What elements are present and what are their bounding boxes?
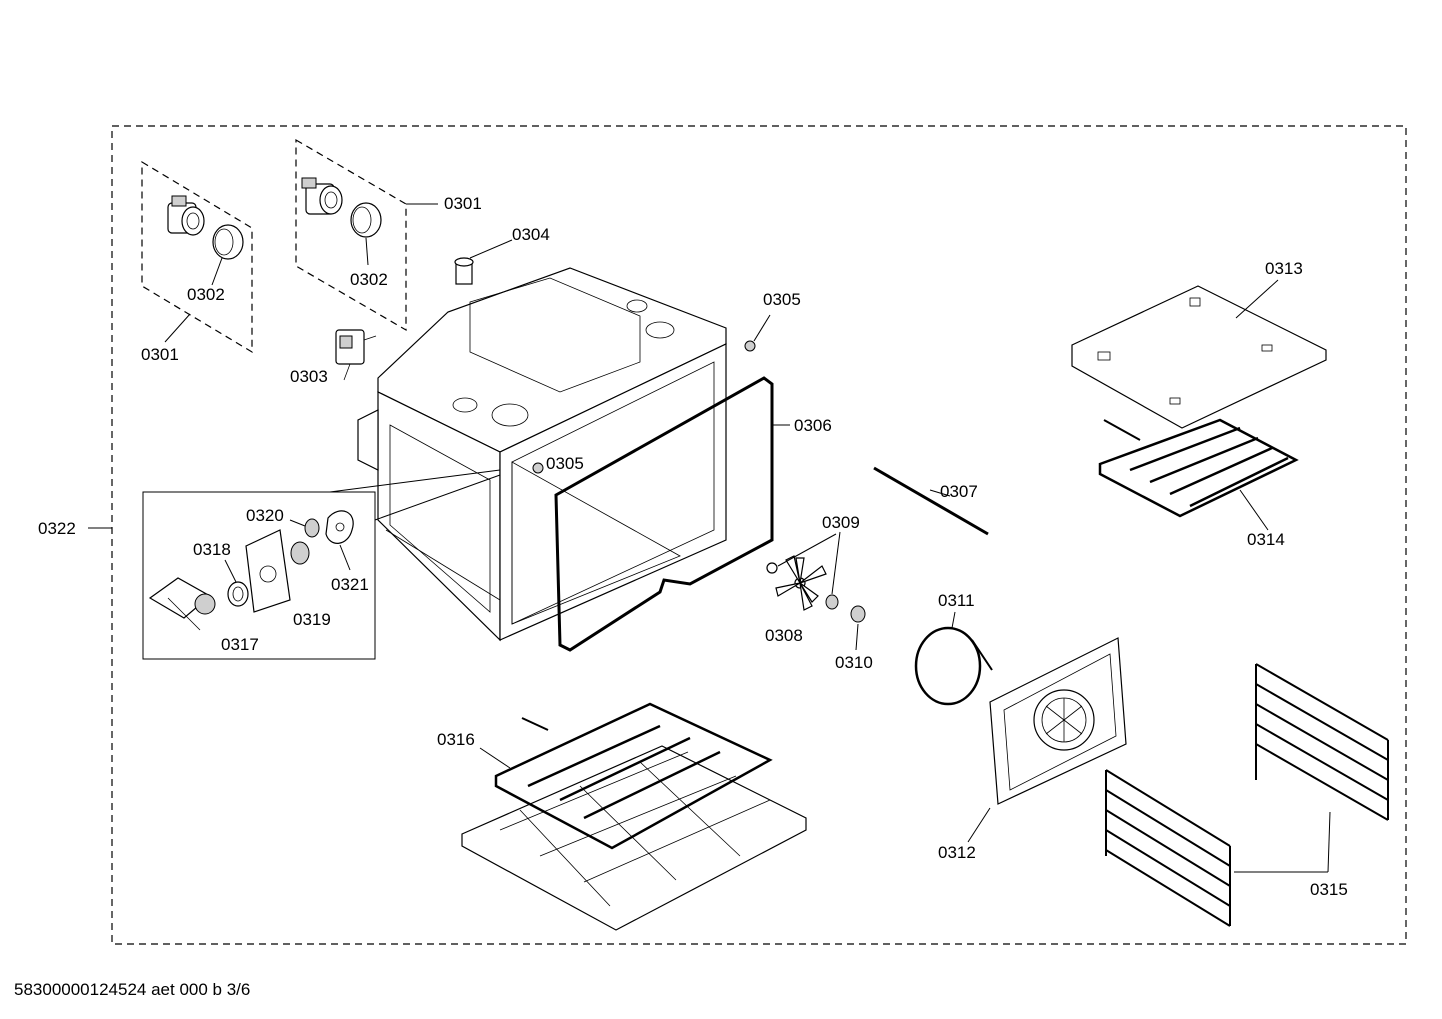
part-0308-fan[interactable] <box>775 555 827 611</box>
part-0316-bottom-tray[interactable] <box>461 745 807 931</box>
label-0317[interactable]: 0317 <box>221 635 259 654</box>
part-0316-bottom-heater[interactable] <box>494 702 773 850</box>
part-0309-nut[interactable] <box>825 594 839 610</box>
lamp-group-left-frame <box>141 160 253 354</box>
part-0315-side-rack-left[interactable] <box>1105 769 1231 927</box>
label-0307[interactable]: 0307 <box>940 482 978 501</box>
part-0317-bracket[interactable] <box>148 577 216 631</box>
part-0309-washer[interactable] <box>766 562 778 574</box>
label-0318[interactable]: 0318 <box>193 540 231 559</box>
part-0313-top-cover[interactable] <box>1071 285 1327 429</box>
label-0313[interactable]: 0313 <box>1265 259 1303 278</box>
label-0301-right[interactable]: 0301 <box>444 194 482 213</box>
part-0305-nut-right[interactable] <box>744 340 756 352</box>
label-0314[interactable]: 0314 <box>1247 530 1285 549</box>
part-0315-side-rack-right[interactable] <box>1255 663 1389 821</box>
label-0304[interactable]: 0304 <box>512 225 550 244</box>
part-0320-bushing[interactable] <box>304 518 320 538</box>
part-0314-grill-heater[interactable] <box>1098 418 1299 518</box>
lamp-cover-right[interactable] <box>350 202 382 238</box>
label-0306[interactable]: 0306 <box>794 416 832 435</box>
label-0305-top[interactable]: 0305 <box>763 290 801 309</box>
part-0321-cam[interactable] <box>325 510 354 544</box>
lamp-socket-left[interactable] <box>167 195 205 236</box>
label-0308[interactable]: 0308 <box>765 626 803 645</box>
label-0315[interactable]: 0315 <box>1310 880 1348 899</box>
label-0322[interactable]: 0322 <box>38 519 76 538</box>
oven-cavity[interactable] <box>357 267 727 642</box>
label-0303[interactable]: 0303 <box>290 367 328 386</box>
part-0319-gasket-plate[interactable] <box>245 529 310 613</box>
part-0307-rod[interactable] <box>873 466 989 536</box>
label-0309[interactable]: 0309 <box>822 513 860 532</box>
lamp-group-right-frame <box>295 138 407 332</box>
label-0302-right[interactable]: 0302 <box>350 270 388 289</box>
lamp-cover-left[interactable] <box>212 224 244 260</box>
part-0310-cap[interactable] <box>850 605 866 623</box>
label-0305-bottom[interactable]: 0305 <box>546 454 584 473</box>
part-0312-rear-panel[interactable] <box>989 637 1127 805</box>
drawing-reference-footer: 58300000124524 aet 000 b 3/6 <box>14 980 251 999</box>
label-0316[interactable]: 0316 <box>437 730 475 749</box>
part-0318-ring[interactable] <box>227 581 249 607</box>
label-0312[interactable]: 0312 <box>938 843 976 862</box>
label-0301-left[interactable]: 0301 <box>141 345 179 364</box>
label-0310[interactable]: 0310 <box>835 653 873 672</box>
label-0311[interactable]: 0311 <box>938 591 975 610</box>
part-0311-ring-heater[interactable] <box>914 626 993 706</box>
part-0304-vent[interactable] <box>454 257 474 285</box>
part-0303-switch[interactable] <box>335 329 377 381</box>
part-0305-nut-left[interactable] <box>532 462 544 474</box>
label-0319[interactable]: 0319 <box>293 610 331 629</box>
label-0321[interactable]: 0321 <box>331 575 369 594</box>
part-0306-door-seal[interactable] <box>554 376 774 652</box>
label-0320[interactable]: 0320 <box>246 506 284 525</box>
detail-callout-box <box>142 491 376 660</box>
label-0302-left[interactable]: 0302 <box>187 285 225 304</box>
lamp-socket-right[interactable] <box>301 177 343 215</box>
